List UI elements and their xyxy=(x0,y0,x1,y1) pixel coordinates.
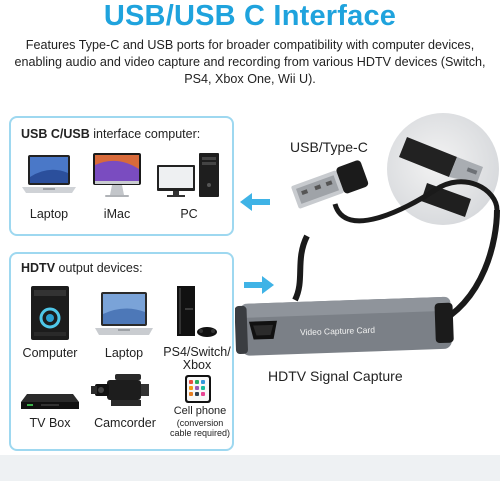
capture-card-adapter xyxy=(235,160,500,356)
hdtv-device-ps4: PS4/Switch/ Xbox xyxy=(161,284,233,380)
tv-box-icon xyxy=(21,394,79,409)
pc-tower-icon xyxy=(157,153,219,197)
usb-c-connector-photo xyxy=(387,113,499,225)
device-label-camcorder: Camcorder xyxy=(94,416,156,430)
usb-interface-panel: USB C/USB interface computer: Laptop iMa… xyxy=(9,116,234,236)
device-label-pc: PC xyxy=(180,207,198,221)
hdtv-device-laptop: Laptop xyxy=(91,284,157,364)
page-description: Features Type-C and USB ports for broade… xyxy=(14,38,486,86)
device-label-laptop: Laptop xyxy=(29,207,69,221)
connector-label: USB/Type-C xyxy=(290,139,368,155)
device-label-imac: iMac xyxy=(103,207,131,221)
hdtv-device-cellphone: Cell phone (conversion cable required) xyxy=(167,374,233,450)
usb-device-imac: iMac xyxy=(87,151,147,231)
laptop-icon xyxy=(22,155,76,193)
hdtv-panel-title: HDTV output devices: xyxy=(21,261,143,275)
usb-device-laptop: Laptop xyxy=(19,151,79,231)
hdtv-device-computer: Computer xyxy=(15,284,85,364)
hdtv-device-camcorder: Camcorder xyxy=(87,372,163,436)
laptop-icon xyxy=(95,292,153,335)
capture-label: HDTV Signal Capture xyxy=(268,368,403,384)
imac-icon xyxy=(93,153,141,197)
device-label-computer: Computer xyxy=(22,346,78,360)
device-label-cellphone: Cell phone xyxy=(173,405,227,417)
floor-reflection xyxy=(0,455,500,481)
usb-device-pc: PC xyxy=(155,151,223,231)
device-label-tvbox: TV Box xyxy=(29,416,71,430)
arrow-right-icon xyxy=(244,276,274,294)
cellphone-note: (conversion cable required) xyxy=(169,418,231,438)
camcorder-icon xyxy=(91,374,149,406)
hdtv-device-tvbox: TV Box xyxy=(15,380,85,436)
cell-phone-icon xyxy=(185,375,211,403)
gaming-pc-icon xyxy=(31,286,69,340)
usb-panel-title: USB C/USB interface computer: xyxy=(21,127,201,141)
device-label-ps4: PS4/Switch/ Xbox xyxy=(163,345,231,372)
page-title: USB/USB C Interface xyxy=(103,0,397,32)
hdtv-output-panel: HDTV output devices: Computer Laptop xyxy=(9,252,234,451)
arrow-left-icon xyxy=(240,193,270,211)
device-label-laptop-hdtv: Laptop xyxy=(104,346,144,360)
ps4-icon xyxy=(177,286,217,337)
